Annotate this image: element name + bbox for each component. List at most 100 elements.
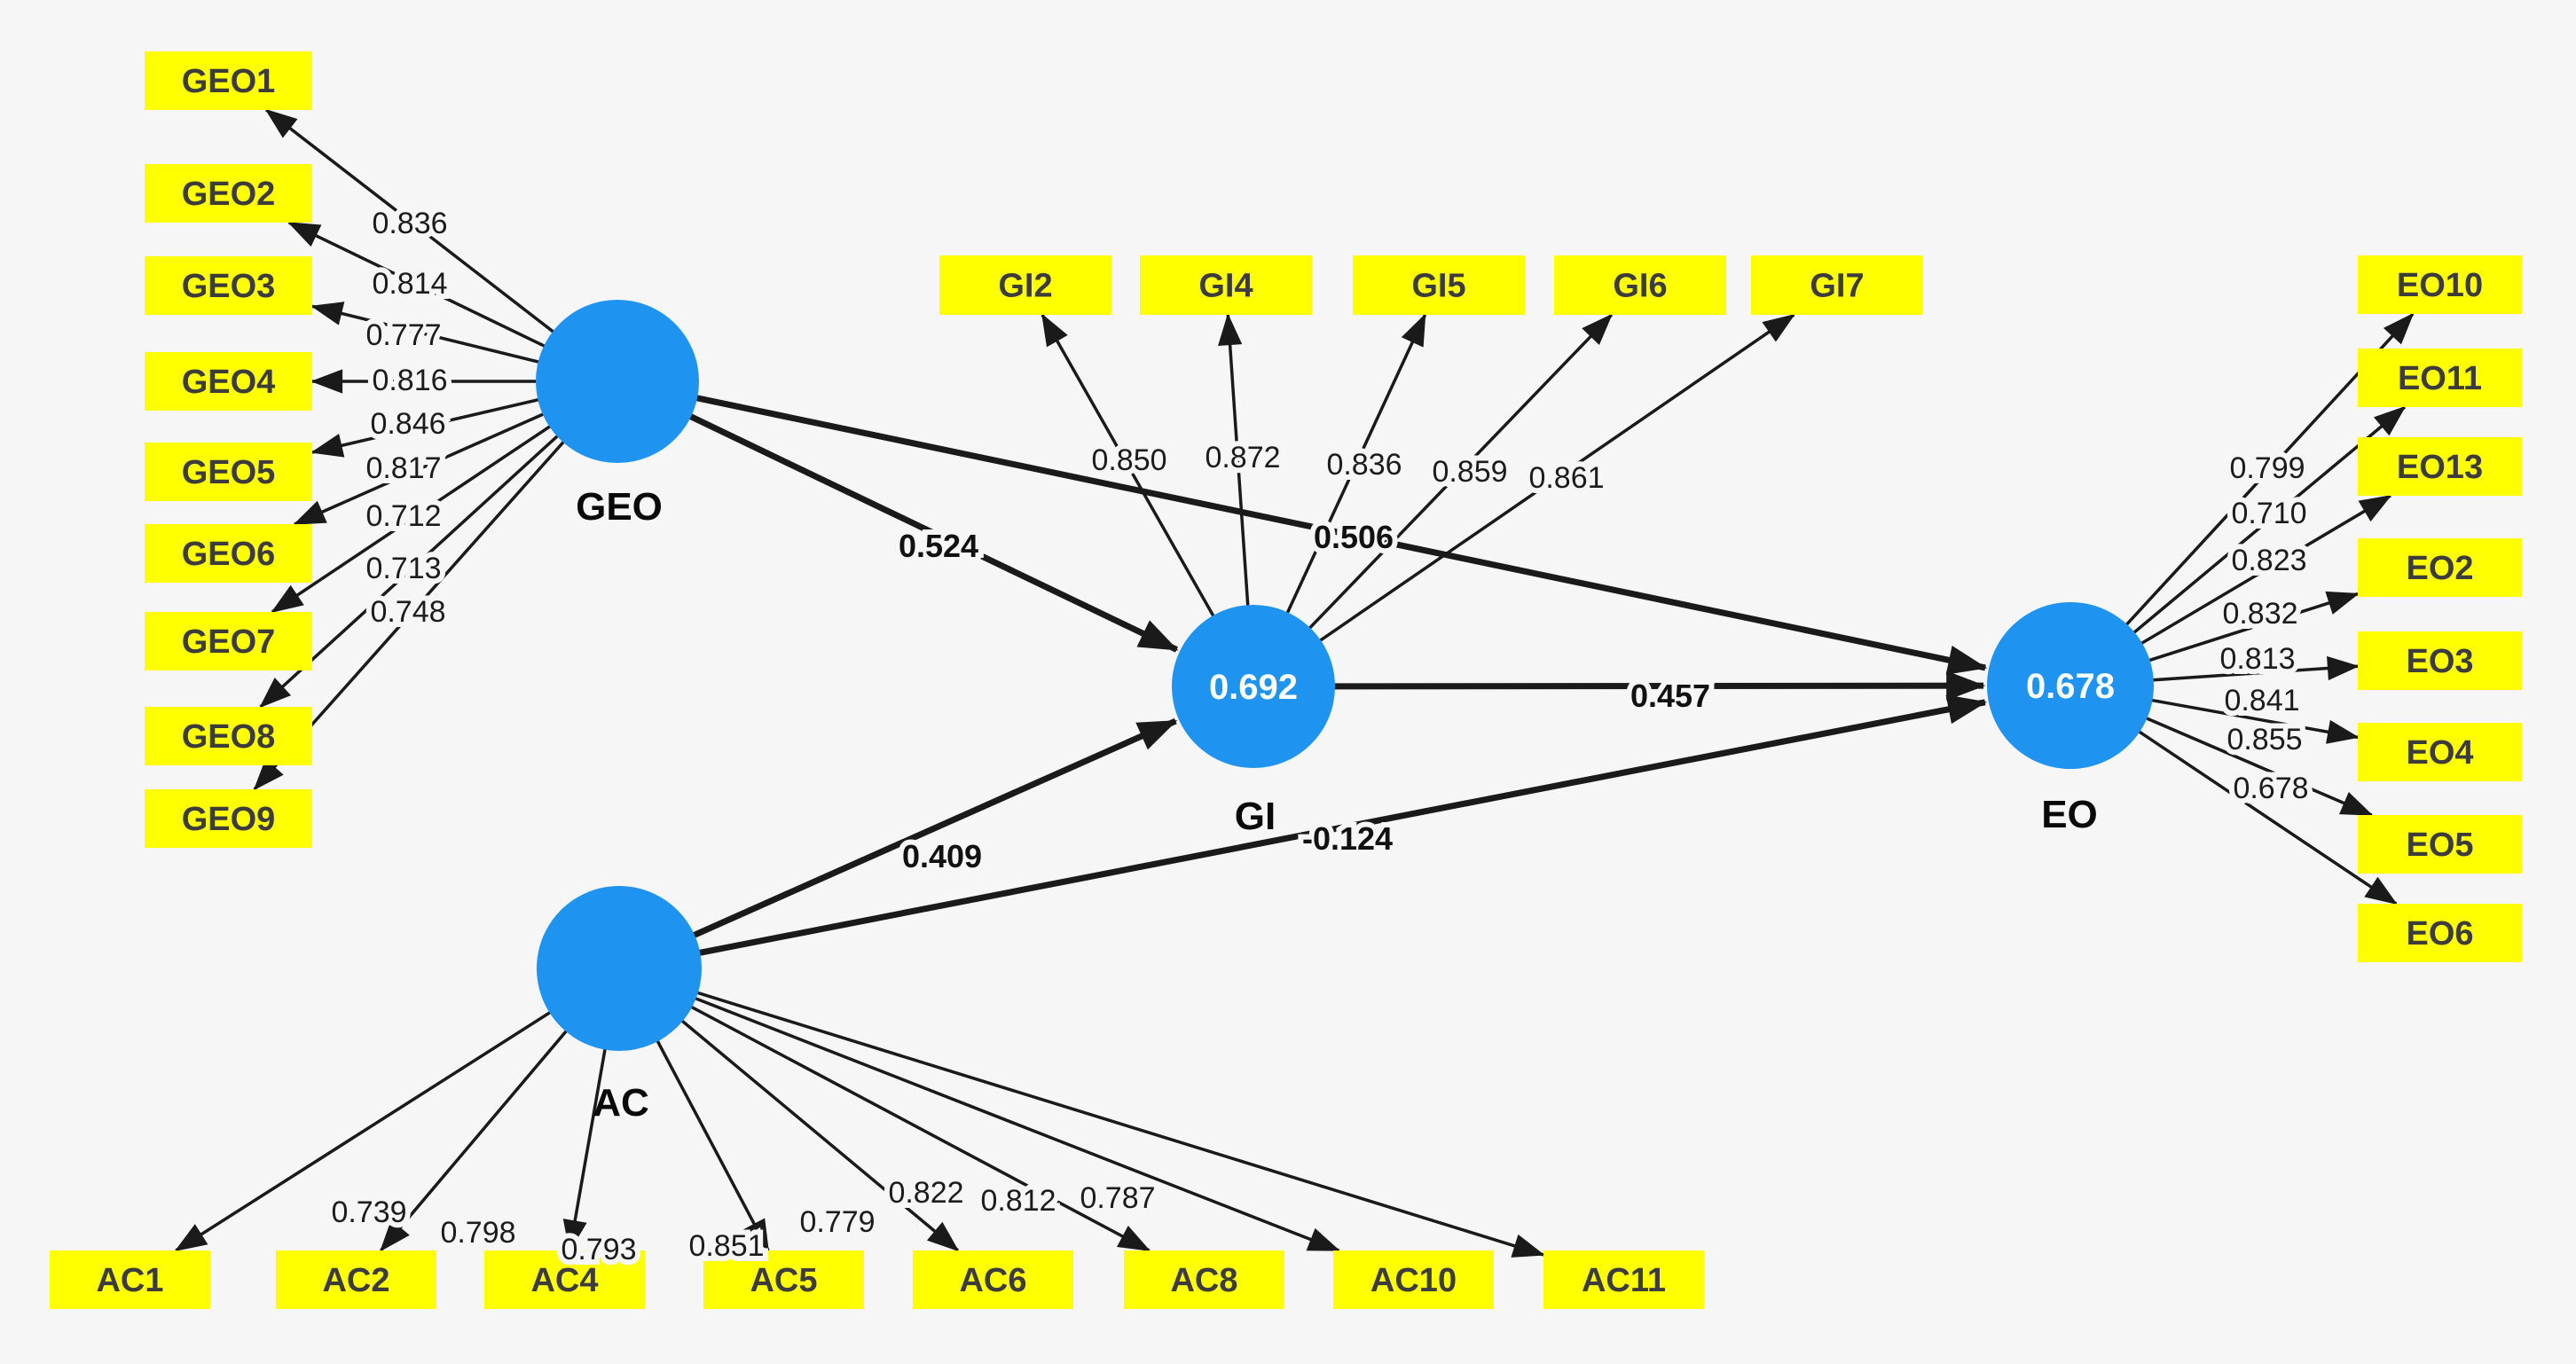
- indicator-label-GEO9: GEO9: [182, 801, 276, 838]
- loading-arrow-AC11: [618, 967, 1545, 1258]
- loading-value-EO6: 0.678: [2233, 772, 2308, 805]
- loading-arrow-AC8: [618, 967, 1151, 1252]
- indicator-GEO6[interactable]: GEO6: [145, 524, 312, 583]
- indicator-AC2[interactable]: AC2: [276, 1250, 436, 1309]
- loading-value-GEO1: 0.836: [372, 207, 447, 240]
- latent-GEO[interactable]: GEO: [536, 300, 699, 529]
- indicator-EO13[interactable]: EO13: [2358, 437, 2522, 496]
- indicator-GEO4[interactable]: GEO4: [145, 352, 312, 411]
- indicator-box-GEO2[interactable]: [145, 164, 312, 223]
- indicator-box-AC10[interactable]: [1333, 1250, 1494, 1309]
- indicator-GEO8[interactable]: GEO8: [145, 707, 312, 765]
- indicator-box-AC5[interactable]: [703, 1250, 864, 1309]
- r2-value-EO: 0.678: [2026, 667, 2115, 706]
- indicator-GEO3[interactable]: GEO3: [145, 256, 312, 315]
- indicator-GI7[interactable]: GI7: [1751, 255, 1923, 315]
- indicator-box-AC11[interactable]: [1543, 1250, 1704, 1309]
- indicator-box-EO10[interactable]: [2358, 255, 2522, 314]
- indicator-box-EO2[interactable]: [2358, 538, 2522, 597]
- indicator-box-EO13[interactable]: [2358, 437, 2522, 496]
- indicator-GI5[interactable]: GI5: [1353, 255, 1525, 315]
- indicator-box-EO3[interactable]: [2358, 631, 2522, 690]
- indicator-label-GI4: GI4: [1198, 268, 1253, 305]
- loading-value-GI5: 0.836: [1326, 448, 1402, 482]
- indicator-box-EO6[interactable]: [2358, 904, 2522, 962]
- indicator-EO4[interactable]: EO4: [2358, 723, 2522, 781]
- indicator-label-EO5: EO5: [2406, 827, 2473, 864]
- loading-value-AC5: 0.851: [688, 1229, 764, 1263]
- indicator-box-GI5[interactable]: [1353, 255, 1525, 315]
- indicator-box-GI6[interactable]: [1554, 255, 1726, 315]
- indicator-EO6[interactable]: EO6: [2358, 904, 2522, 962]
- latent-label-GEO: GEO: [576, 485, 663, 529]
- indicator-box-EO11[interactable]: [2358, 349, 2522, 407]
- indicator-box-GEO7[interactable]: [145, 612, 312, 670]
- latent-label-AC: AC: [593, 1081, 649, 1125]
- path-arrow-GEO-EO: [617, 378, 1988, 675]
- indicator-GEO9[interactable]: GEO9: [145, 789, 312, 848]
- indicator-GEO2[interactable]: GEO2: [145, 164, 312, 223]
- indicator-box-EO5[interactable]: [2358, 815, 2522, 874]
- latent-circle-AC[interactable]: [537, 886, 702, 1051]
- indicator-AC1[interactable]: AC1: [50, 1250, 210, 1309]
- indicator-AC10[interactable]: AC10: [1333, 1250, 1494, 1309]
- latent-circle-EO[interactable]: [1987, 602, 2154, 769]
- loading-value-AC11: 0.787: [1080, 1181, 1155, 1215]
- indicator-label-GEO1: GEO1: [182, 63, 276, 100]
- indicator-AC11[interactable]: AC11: [1543, 1250, 1704, 1309]
- loading-arrow-GEO9: [253, 380, 619, 791]
- loading-value-AC4: 0.793: [561, 1233, 636, 1266]
- indicator-box-AC4[interactable]: [484, 1250, 645, 1309]
- latent-circle-GEO[interactable]: [536, 300, 699, 463]
- indicator-AC4[interactable]: AC4: [484, 1250, 645, 1309]
- indicator-EO5[interactable]: EO5: [2358, 815, 2522, 874]
- indicator-EO3[interactable]: EO3: [2358, 631, 2522, 690]
- indicator-label-AC11: AC11: [1582, 1262, 1666, 1299]
- indicator-box-GI4[interactable]: [1140, 255, 1312, 315]
- loading-arrow-GI6: [1252, 313, 1614, 688]
- indicator-AC5[interactable]: AC5: [703, 1250, 864, 1309]
- indicator-AC8[interactable]: AC8: [1124, 1250, 1284, 1309]
- indicator-GI2[interactable]: GI2: [939, 255, 1111, 315]
- indicator-GI6[interactable]: GI6: [1554, 255, 1726, 315]
- loading-value-GEO8: 0.713: [365, 552, 441, 585]
- indicator-EO11[interactable]: EO11: [2358, 349, 2522, 407]
- loading-value-EO5: 0.855: [2227, 723, 2302, 756]
- loading-value-GEO3: 0.777: [365, 318, 441, 352]
- path-coefficient-GEO-GI: 0.524: [899, 528, 978, 564]
- indicator-box-GEO1[interactable]: [145, 51, 312, 110]
- indicator-box-GI7[interactable]: [1751, 255, 1923, 315]
- indicator-box-GEO9[interactable]: [145, 789, 312, 848]
- indicator-box-GI2[interactable]: [939, 255, 1111, 315]
- indicator-box-AC6[interactable]: [913, 1250, 1073, 1309]
- indicator-GEO1[interactable]: GEO1: [145, 51, 312, 110]
- indicator-box-EO4[interactable]: [2358, 723, 2522, 781]
- indicator-box-GEO5[interactable]: [145, 443, 312, 501]
- loading-value-GI2: 0.850: [1091, 443, 1166, 477]
- indicator-box-GEO8[interactable]: [145, 707, 312, 765]
- indicator-box-AC1[interactable]: [50, 1250, 210, 1309]
- latent-circle-GI[interactable]: [1172, 605, 1335, 768]
- path-arrow-AC-GI: [617, 717, 1178, 972]
- indicator-GEO7[interactable]: GEO7: [145, 612, 312, 670]
- indicator-box-GEO3[interactable]: [145, 256, 312, 315]
- latent-AC[interactable]: AC: [537, 886, 702, 1125]
- indicator-label-GEO8: GEO8: [182, 718, 276, 756]
- indicator-GEO5[interactable]: GEO5: [145, 443, 312, 501]
- loading-arrow-GI7: [1253, 313, 1795, 688]
- indicator-box-AC8[interactable]: [1124, 1250, 1284, 1309]
- indicator-box-AC2[interactable]: [276, 1250, 436, 1309]
- indicator-EO2[interactable]: EO2: [2358, 538, 2522, 597]
- loading-value-GEO4: 0.816: [372, 364, 447, 397]
- latent-label-GI: GI: [1235, 795, 1276, 838]
- indicator-EO10[interactable]: EO10: [2358, 255, 2522, 314]
- indicator-AC6[interactable]: AC6: [913, 1250, 1073, 1309]
- indicator-box-GEO4[interactable]: [145, 352, 312, 411]
- indicator-GI4[interactable]: GI4: [1140, 255, 1312, 315]
- indicator-box-GEO6[interactable]: [145, 524, 312, 583]
- loading-value-EO4: 0.841: [2224, 684, 2299, 717]
